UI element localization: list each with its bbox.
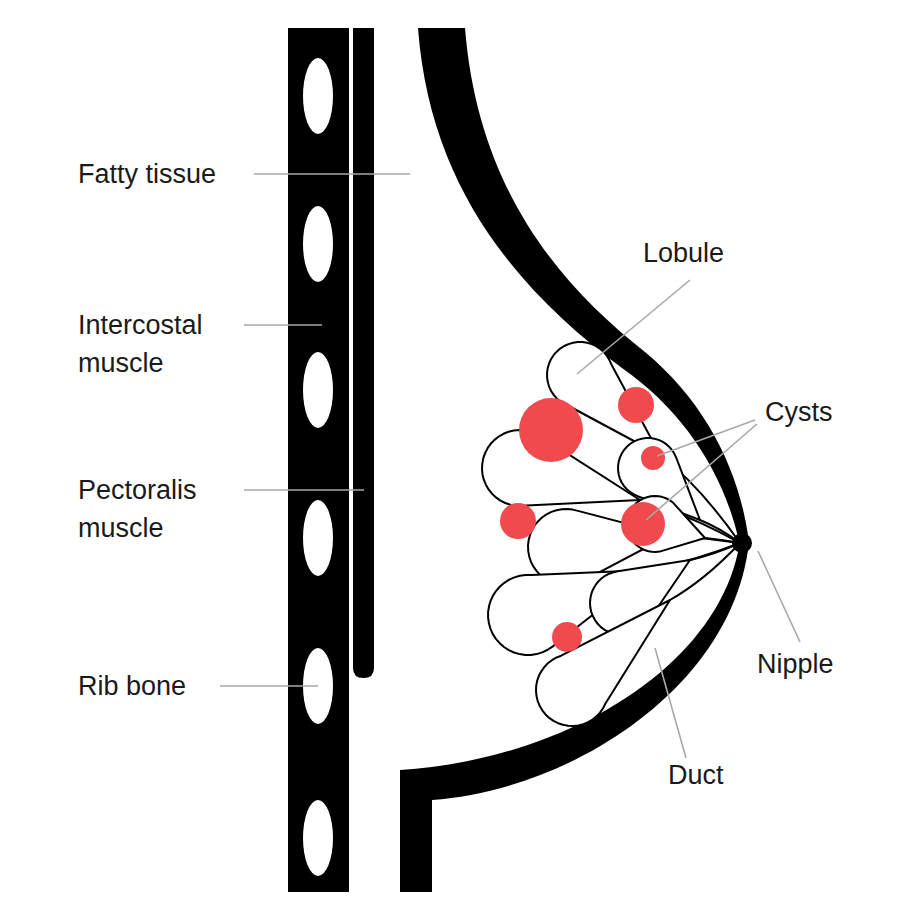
breast-skin-upper xyxy=(418,28,748,537)
part-label: Lobule xyxy=(643,234,724,272)
part-label: Intercostal muscle xyxy=(78,306,248,382)
leader-lines xyxy=(220,174,800,758)
part-label: Nipple xyxy=(757,645,834,683)
lobule xyxy=(536,600,670,726)
part-label: Duct xyxy=(668,756,724,794)
rib-bones xyxy=(303,58,333,876)
part-label: Fatty tissue xyxy=(78,155,216,193)
breast-skin-lower xyxy=(400,550,748,892)
part-label: Pectoralis muscle xyxy=(78,471,248,547)
intercostal-muscle xyxy=(288,28,349,892)
pectoralis-muscle xyxy=(353,28,374,678)
duct xyxy=(670,543,740,600)
part-label: Rib bone xyxy=(78,667,186,705)
lobules-and-ducts xyxy=(482,342,740,726)
nipple xyxy=(732,533,752,553)
cysts xyxy=(500,387,665,652)
part-label: Cysts xyxy=(765,393,833,431)
